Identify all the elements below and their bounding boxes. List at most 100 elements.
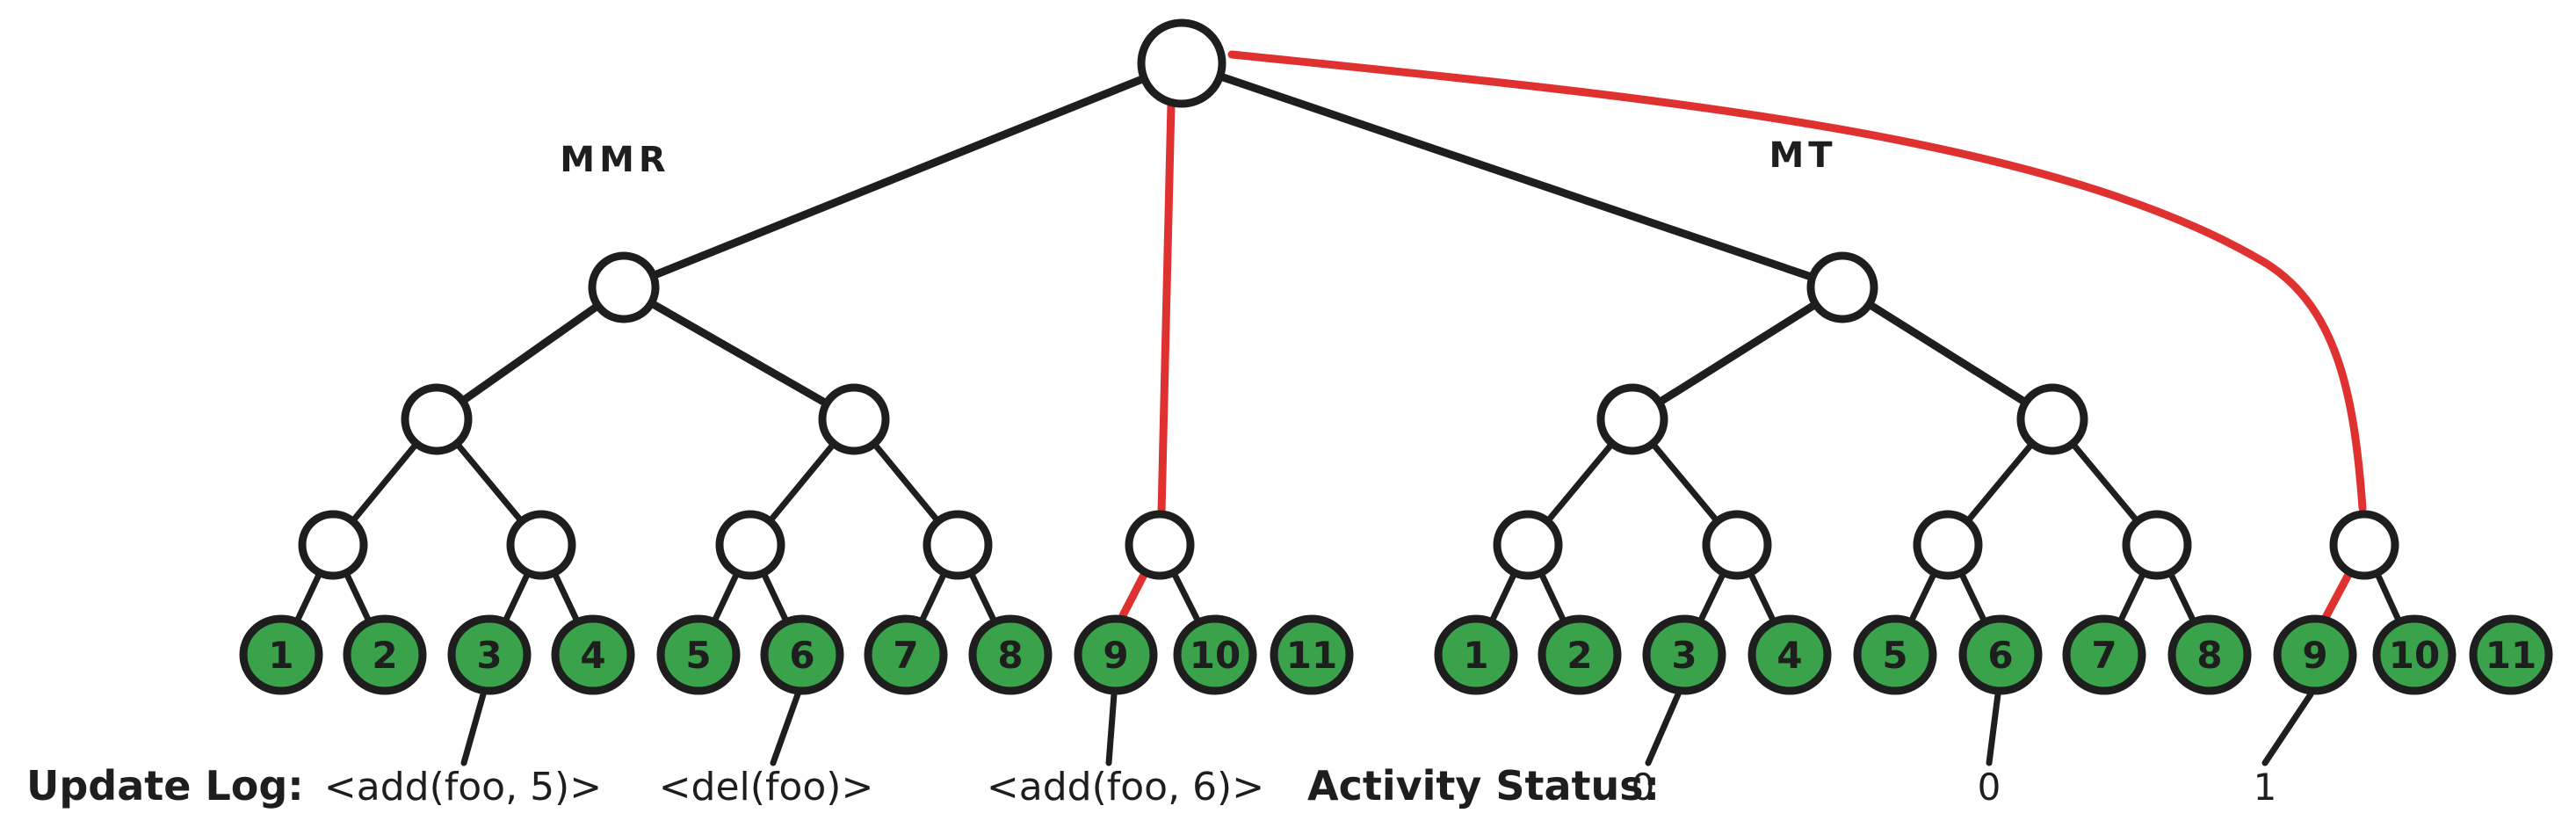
highlight-edges	[1114, 50, 2367, 628]
mt-leaf-9-shape	[2273, 614, 2357, 695]
mt-l3-left-node	[1596, 383, 1668, 455]
leaf-ticks	[460, 691, 2314, 766]
tick-mmr-leaf3	[460, 691, 487, 766]
bottom-captions: Update Log: <add(foo, 5)> <del(foo)> <ad…	[26, 762, 2276, 810]
tick-mmr-leaf6	[770, 691, 801, 766]
mmr-l3-right-node	[818, 383, 890, 455]
mmr-leaf-10-label: 10	[1190, 634, 1241, 677]
mt-leaf-3-label: 3	[1671, 634, 1697, 677]
tick-mt-leaf6	[1986, 691, 2001, 766]
mt-leaf-11: 11	[2469, 614, 2553, 695]
edge-mt-l2-l3r	[1838, 283, 2057, 424]
mmr-leaf-7-label: 7	[893, 634, 918, 677]
mt-leaf-5-label: 5	[1882, 634, 1907, 677]
mt-leaf-5-shape	[1853, 614, 1937, 695]
edge-mmr-l2-l3l	[432, 283, 628, 424]
mmr-leaf-11-shape	[1270, 614, 1354, 695]
mmr-leaf-1: 1	[239, 614, 323, 695]
mt-l3-right-node	[2016, 383, 2088, 455]
mmr-leaf-3-shape	[447, 614, 532, 695]
red-curve-root-mt-node910	[1227, 50, 2367, 512]
mmr-leaf-5-label: 5	[685, 634, 711, 677]
mt-leaf-8-shape	[2167, 614, 2252, 695]
mt-leaf-6: 6	[1958, 614, 2043, 695]
mt-leaf-7: 7	[2062, 614, 2146, 695]
mt-leaf-10: 10	[2372, 614, 2457, 695]
mt-leaf-10-label: 10	[2389, 634, 2440, 677]
tick-mt-leaf3	[1645, 691, 1682, 766]
red-edge-mt-node910-leaf9	[2318, 565, 2355, 628]
mmr-leaf-10-shape	[1173, 614, 1257, 695]
mt-leaf-8-label: 8	[2196, 634, 2222, 677]
mmr-leaf-2: 2	[343, 614, 427, 695]
mmr-leaf-3: 3	[447, 614, 532, 695]
mt-leaf-2-shape	[1538, 614, 1622, 695]
activity-status-value-3: 1	[2254, 766, 2277, 809]
mmr-peak-node-910	[1125, 510, 1195, 580]
mmr-l4-node-78	[923, 510, 993, 580]
mt-leaf-4-shape	[1747, 614, 1832, 695]
mmr-leaf-11-label: 11	[1286, 634, 1337, 677]
activity-status-value-2: 0	[1978, 766, 2001, 809]
red-edge-root-mmr-peak910	[1157, 99, 1176, 517]
update-log-entry-1: <add(foo, 5)>	[324, 765, 602, 810]
mmr-title: MMR	[560, 140, 669, 180]
mmr-leaf-9-shape	[1074, 614, 1158, 695]
red-edge-mmr-peak910-leaf9	[1114, 565, 1151, 628]
edge-root-mmr-peak	[619, 59, 1186, 292]
mmr-l4-node-12	[298, 510, 368, 580]
mmr-leaf-9: 9	[1074, 614, 1158, 695]
mt-l4-node-78	[2122, 510, 2192, 580]
mt-leaf-1-label: 1	[1463, 634, 1488, 677]
mt-leaf-9: 9	[2273, 614, 2357, 695]
mt-l4-node-56	[1913, 510, 1983, 580]
mt-leaf-2: 2	[1538, 614, 1622, 695]
mt-leaf-7-label: 7	[2091, 634, 2117, 677]
mt-leaf-2-label: 2	[1567, 634, 1592, 677]
mt-leaf-5: 5	[1853, 614, 1937, 695]
mmr-leaf-4: 4	[551, 614, 635, 695]
mmr-leaf-1-label: 1	[268, 634, 293, 677]
mmr-leaf-1-shape	[239, 614, 323, 695]
edge-root-mt-peak	[1177, 59, 1847, 292]
activity-status-value-1: 0	[1632, 766, 1655, 809]
mt-leaf-4: 4	[1747, 614, 1832, 695]
activity-status-label: Activity Status:	[1307, 762, 1660, 810]
mmr-leaf-5-shape	[656, 614, 741, 695]
mt-leaf-6-shape	[1958, 614, 2043, 695]
update-log-entry-3: <add(foo, 6)>	[987, 765, 1264, 810]
mmr-leaf-3-label: 3	[476, 634, 502, 677]
mt-leaf-3-shape	[1642, 614, 1726, 695]
edge-mmr-l2-l3r	[619, 283, 858, 424]
mmr-leaf-10: 10	[1173, 614, 1257, 695]
mt-leaf-11-label: 11	[2486, 634, 2536, 677]
mmr-leaf-5: 5	[656, 614, 741, 695]
mt-leaves: 1 2 3 4 5 6 7 8	[1434, 614, 2553, 695]
mt-leaf-11-shape	[2469, 614, 2553, 695]
mmr-leaf-8: 8	[968, 614, 1053, 695]
mmr-leaf-2-shape	[343, 614, 427, 695]
edge-mt-l2-l3l	[1628, 283, 1847, 424]
mt-internal-nodes	[1493, 251, 2399, 580]
update-log-label: Update Log:	[26, 762, 304, 810]
mmr-internal-nodes	[298, 251, 1195, 580]
mt-leaf-1: 1	[1434, 614, 1518, 695]
mmr-l4-node-34	[506, 510, 576, 580]
mmr-leaf-11: 11	[1270, 614, 1354, 695]
mmr-leaf-6: 6	[760, 614, 844, 695]
root-node	[1137, 18, 1226, 108]
mmr-leaf-4-shape	[551, 614, 635, 695]
mt-l2-node	[1806, 251, 1878, 323]
mt-leaf-9-label: 9	[2302, 634, 2327, 677]
mmr-leaf-2-label: 2	[372, 634, 397, 677]
mmr-peak-node	[588, 251, 660, 323]
mt-leaf-1-shape	[1434, 614, 1518, 695]
mmr-leaf-9-label: 9	[1103, 634, 1128, 677]
mmr-l4-node-56	[715, 510, 785, 580]
mt-leaf-6-label: 6	[1987, 634, 2013, 677]
mmr-leaf-7: 7	[864, 614, 948, 695]
update-log-entry-2: <del(foo)>	[659, 765, 874, 810]
mt-node-910	[2329, 510, 2399, 580]
